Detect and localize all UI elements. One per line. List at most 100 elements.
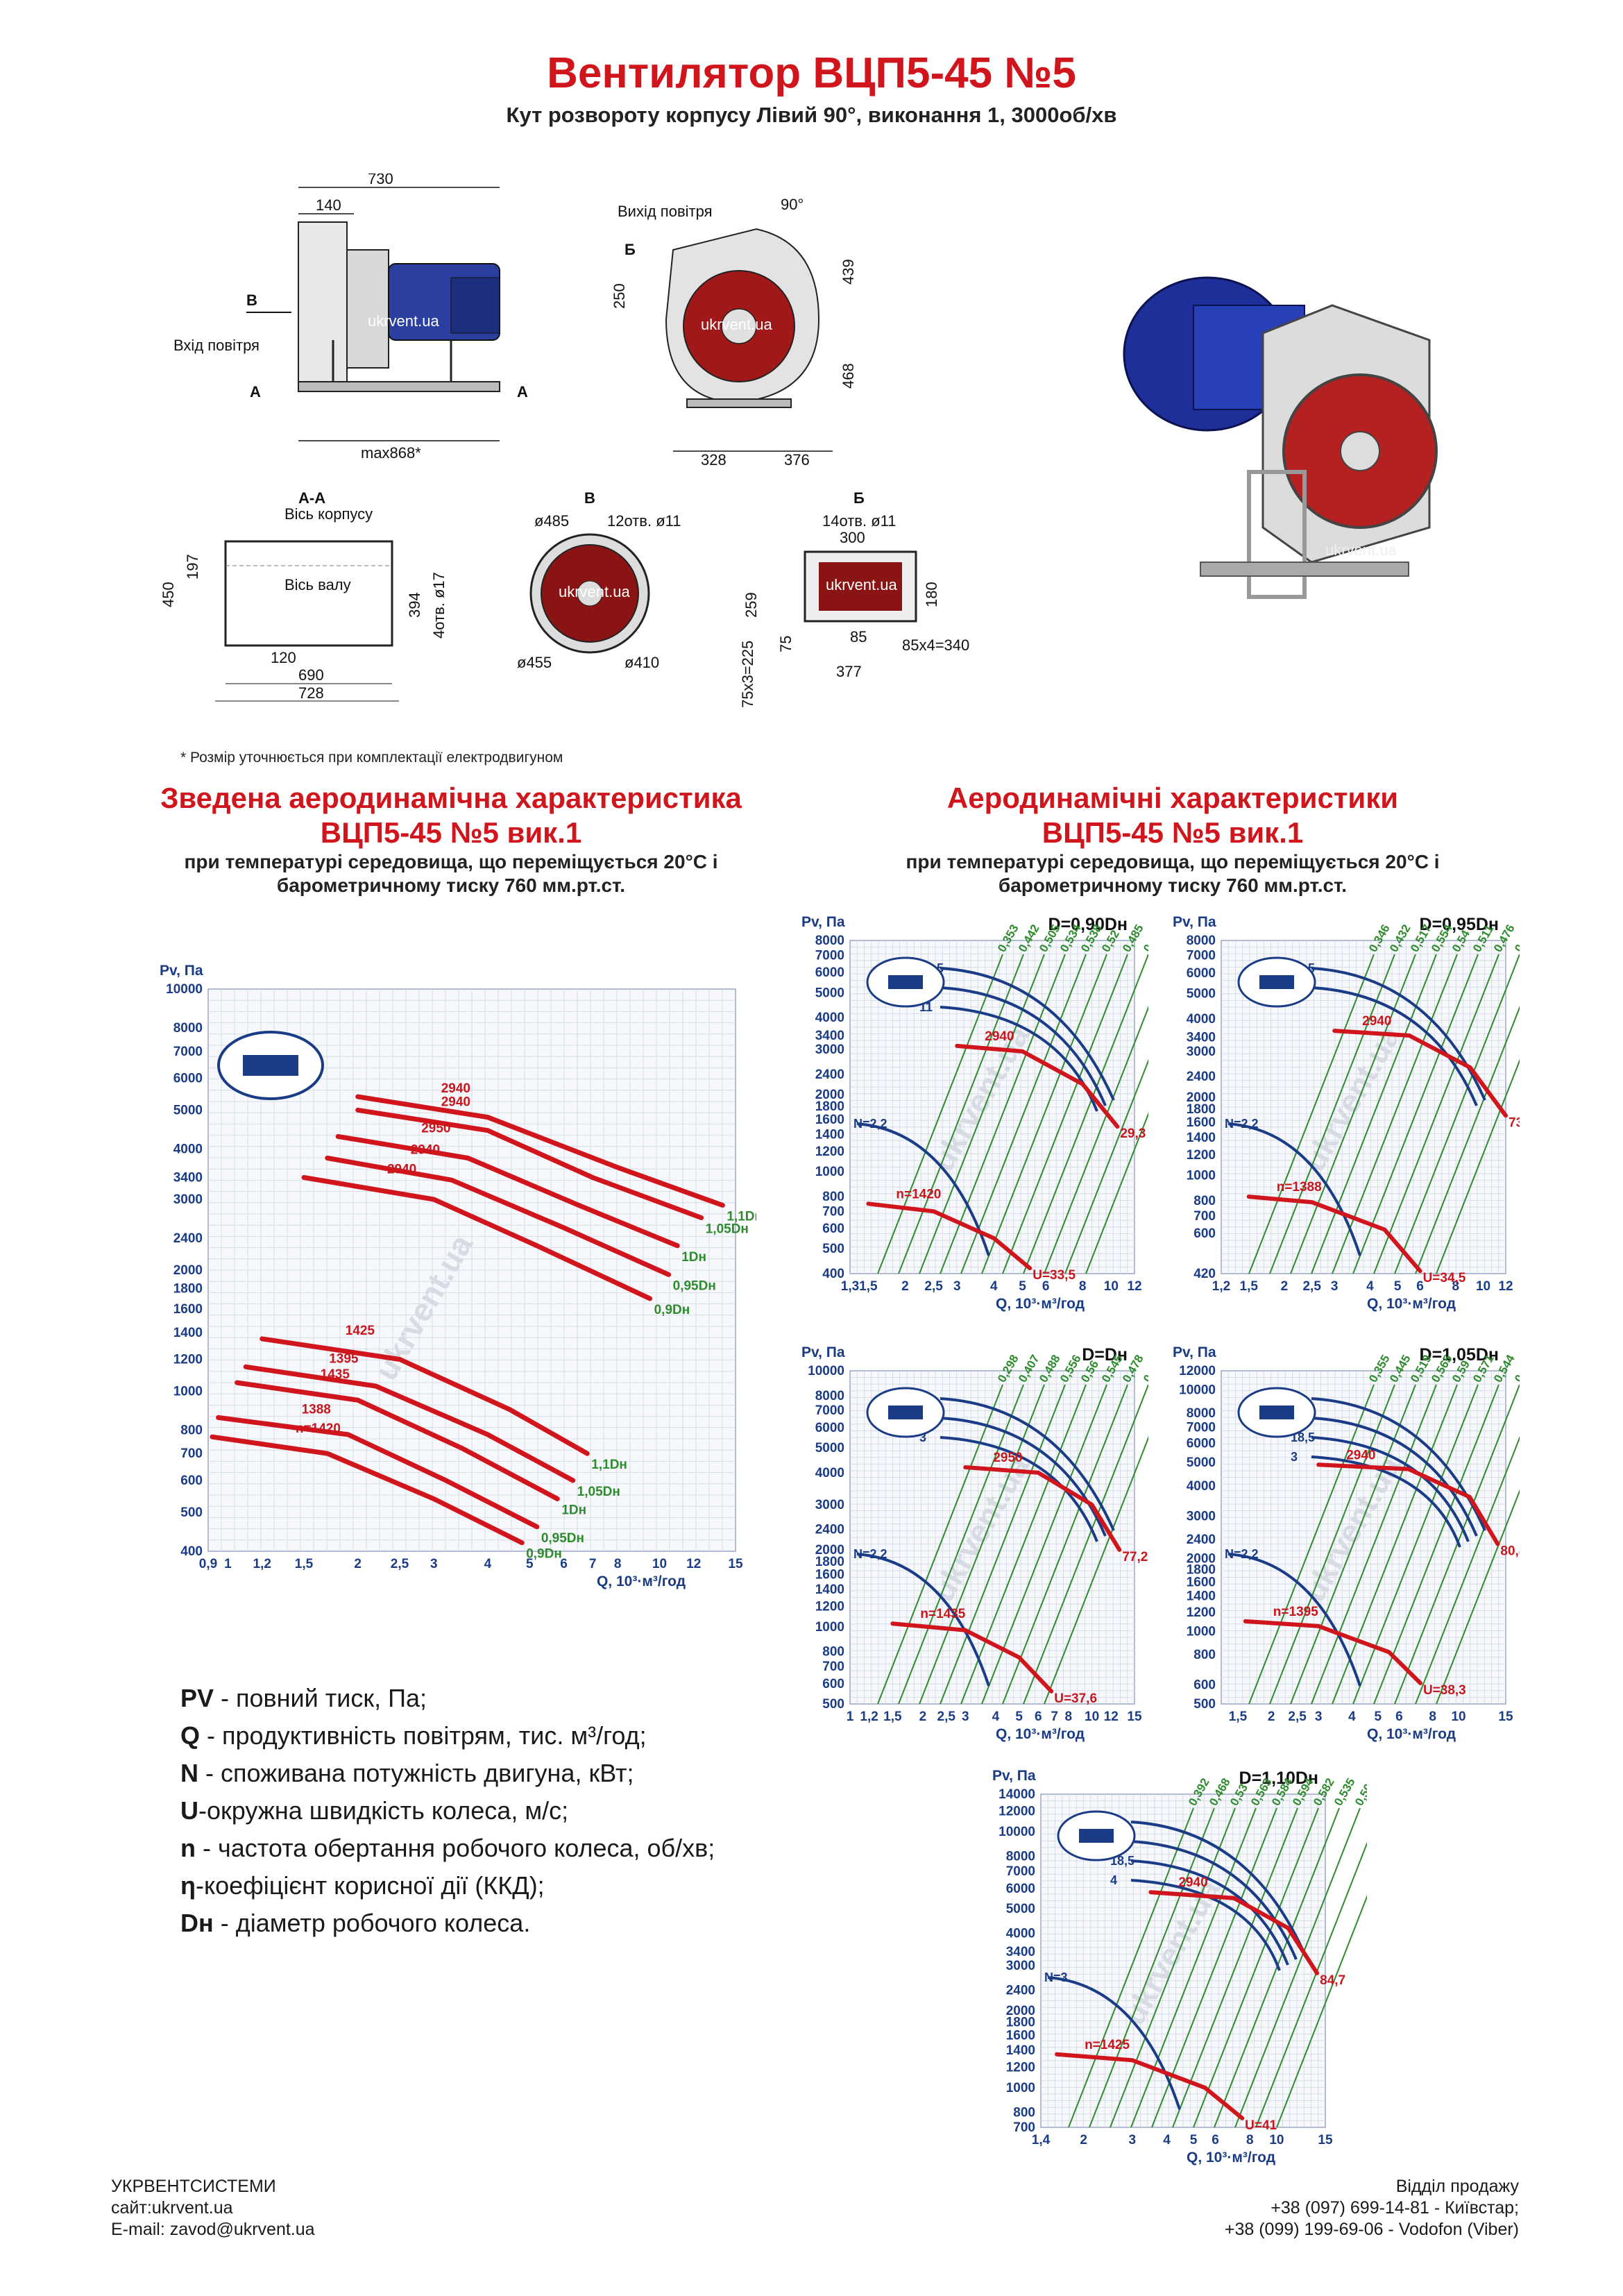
x-tick-label: 10 (1269, 2133, 1284, 2147)
speed-label: U=38,3 (1423, 1683, 1466, 1698)
y-tick-label: 600 (822, 1222, 844, 1236)
summary-chart: 4005006007008001000120014001600180020002… (160, 963, 756, 1589)
series-curve (355, 1094, 725, 1208)
x-tick-label: 8 (1079, 1279, 1087, 1294)
efficiency-line (1085, 1112, 1148, 1274)
y-tick-label: 2400 (173, 1231, 203, 1246)
svg-text:В: В (246, 292, 257, 309)
sales-phone-1[interactable]: +38 (097) 699-14-81 - Київстар; (1271, 2198, 1519, 2218)
power-curve (940, 967, 1115, 1101)
y-tick-label: 800 (1013, 2106, 1035, 2120)
company-site-link[interactable]: сайт:ukrvent.ua (111, 2198, 233, 2218)
series-curve (1148, 1890, 1320, 1975)
y-tick-label: 6000 (1187, 966, 1216, 981)
y-tick-label: 1800 (815, 1099, 844, 1114)
efficiency-line (1248, 1384, 1375, 1705)
y-tick-label: 6000 (815, 1421, 844, 1435)
svg-text:Вісь корпусу: Вісь корпусу (284, 505, 373, 523)
rpm-label: 1425 (346, 1324, 375, 1338)
summary-title-1: Зведена аеродинамічна характеристика (160, 782, 742, 814)
page-title: Вентилятор ВЦП5-45 №5 (547, 49, 1076, 97)
y-tick-label: 1800 (815, 1555, 844, 1569)
rpm-label: n=1388 (1277, 1180, 1322, 1195)
rpm-label: 2950 (421, 1121, 450, 1136)
x-tick-label: 8 (614, 1557, 622, 1571)
y-tick-label: 1200 (1187, 1148, 1216, 1163)
y-tick-label: 5000 (1187, 1455, 1216, 1470)
rpm-label: 2940 (441, 1095, 470, 1109)
x-tick-label: 2,5 (1288, 1710, 1307, 1724)
series-curve (866, 1201, 1033, 1271)
diameter-label: 1Dн (561, 1503, 586, 1517)
svg-text:85x4=340: 85x4=340 (902, 636, 969, 654)
rpm-label: n=1420 (896, 1187, 941, 1201)
power-label: N=3 (1044, 1970, 1068, 1984)
x-tick-label: 8 (1065, 1710, 1073, 1724)
svg-text:197: 197 (184, 554, 201, 580)
svg-text:max868*: max868* (361, 444, 421, 462)
detail-title-2: ВЦП5-45 №5 вик.1 (1042, 816, 1304, 849)
sales-phone-2[interactable]: +38 (099) 199-69-06 - Vodofon (Viber) (1224, 2220, 1519, 2239)
y-tick-label: 4000 (815, 1466, 844, 1480)
svg-text:14отв. ø11: 14отв. ø11 (822, 512, 897, 530)
legend-item-dn: Dн - діаметр робочого колеса. (180, 1909, 531, 1937)
logo-fan-icon (1079, 1829, 1114, 1843)
legend-item-eta: η-коефіцієнт корисної дії (ККД); (180, 1871, 545, 1900)
x-tick-label: 5 (1394, 1279, 1402, 1294)
x-tick-label: 2 (1281, 1279, 1289, 1294)
svg-text:Б: Б (624, 241, 636, 258)
y-tick-label: 800 (1193, 1194, 1216, 1208)
legend-item-n: N - споживана потужність двигуна, кВт; (180, 1759, 634, 1787)
legend-item-rpm: n - частота обертання робочого колеса, о… (180, 1834, 715, 1862)
power-label: 3 (919, 1430, 926, 1444)
y-tick-label: 700 (1193, 1209, 1216, 1224)
x-tick-label: 2,5 (937, 1710, 956, 1724)
x-tick-label: 1 (224, 1557, 232, 1571)
svg-text:ukrvent.ua: ukrvent.ua (701, 316, 772, 333)
y-tick-label: 1600 (1006, 2029, 1035, 2043)
efficiency-line (1255, 1841, 1367, 2128)
power-label: 4 (1110, 1873, 1117, 1887)
company-email-link[interactable]: E-mail: zavod@ukrvent.ua (111, 2220, 315, 2239)
front-view-drawing: Вихід повітря 90° Б ukrvent.ua 250 439 4… (611, 196, 857, 469)
x-axis-label: Q, 10³·м³/год (1187, 2150, 1275, 2166)
svg-text:Вхід повітря: Вхід повітря (173, 337, 260, 354)
efficiency-line (1290, 954, 1416, 1274)
logo-fan-icon (243, 1055, 298, 1076)
rpm-label: n=1425 (1085, 2038, 1130, 2052)
power-curve (1130, 1821, 1306, 1955)
x-tick-label: 3 (953, 1279, 961, 1294)
efficiency-line (919, 954, 1045, 1274)
x-tick-label: 6 (1035, 1710, 1042, 1724)
power-curve (1311, 1417, 1478, 1537)
x-tick-label: 7 (589, 1557, 597, 1571)
rpm-label: 2940 (1178, 1875, 1207, 1890)
speed-label: 73,1 (1509, 1115, 1520, 1130)
y-tick-label: 3000 (173, 1192, 203, 1207)
view-b-drawing: Б 14отв. ø11 300 ukrvent.ua 259 180 75 8… (739, 489, 969, 708)
x-axis-label: Q, 10³·м³/год (1367, 1726, 1456, 1742)
y-tick-label: 8000 (1187, 1406, 1216, 1421)
efficiency-line (1352, 954, 1479, 1274)
y-tick-label: 10000 (808, 1364, 844, 1378)
summary-heading: Зведена аеродинамічна характеристика ВЦП… (104, 781, 798, 897)
y-axis-label: Pv, Па (1173, 914, 1216, 930)
power-label: N=2,2 (853, 1117, 887, 1131)
series-curve (243, 1364, 576, 1483)
x-tick-label: 2 (919, 1710, 927, 1724)
footer-company-block: УКРВЕНТСИСТЕМИ сайт:ukrvent.ua E-mail: z… (111, 2176, 315, 2240)
y-tick-label: 3000 (815, 1043, 844, 1057)
series-curve (216, 1415, 540, 1530)
x-tick-label: 0,9 (199, 1557, 217, 1571)
y-tick-label: 10000 (999, 1825, 1035, 1839)
x-tick-label: 8 (1452, 1279, 1460, 1294)
series-curve (1243, 1619, 1422, 1685)
y-tick-label: 2400 (815, 1523, 844, 1537)
y-tick-label: 2000 (1187, 1090, 1216, 1105)
speed-label: U=33,5 (1033, 1268, 1076, 1283)
x-tick-label: 12 (686, 1557, 701, 1571)
y-tick-label: 5000 (1187, 987, 1216, 1002)
rpm-label: n=1420 (296, 1421, 341, 1436)
x-tick-label: 10 (1476, 1279, 1490, 1294)
x-tick-label: 1,2 (253, 1557, 271, 1571)
